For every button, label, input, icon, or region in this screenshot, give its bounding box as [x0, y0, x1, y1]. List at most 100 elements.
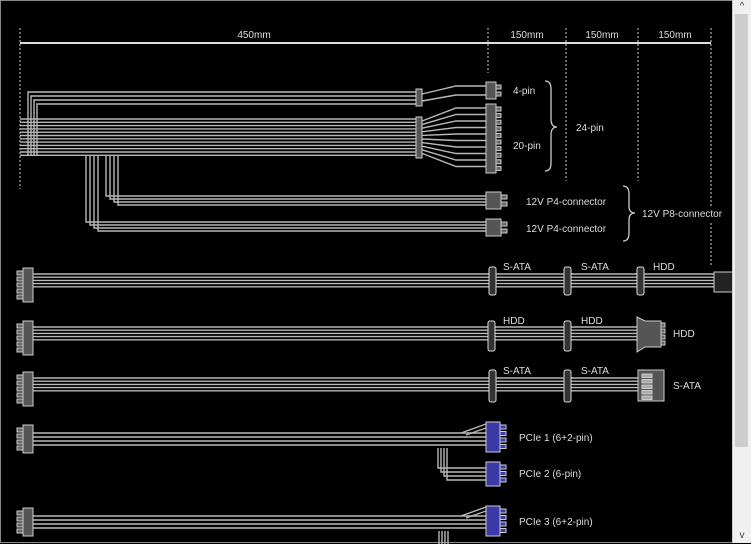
connector-pin	[499, 471, 507, 476]
connector-pin	[499, 437, 507, 443]
scrollbar-thumb[interactable]	[735, 14, 748, 447]
connector-24pin	[485, 103, 497, 174]
dim-label-150-a: 150mm	[510, 30, 543, 41]
connector-pin	[500, 194, 508, 200]
connector-pin	[16, 323, 24, 329]
wire	[421, 126, 486, 133]
inline-connector-20pin	[415, 116, 423, 159]
connector-pin	[16, 439, 24, 445]
brace-p8	[622, 185, 636, 242]
connector-pin	[641, 390, 653, 395]
label-p8: 12V P8-connector	[642, 209, 723, 220]
connector-p4	[485, 218, 502, 237]
pcie-connector	[485, 505, 501, 537]
connector-pin	[500, 201, 508, 207]
label-hdd: HDD	[653, 262, 675, 273]
connector-pin	[499, 528, 507, 533]
connector-pin	[16, 276, 24, 282]
wire	[440, 448, 486, 473]
connector-pin	[16, 398, 24, 404]
connector-pin	[500, 221, 508, 227]
dimension-ruler: 450mm 150mm 150mm 150mm	[19, 28, 712, 266]
wire	[437, 448, 486, 469]
connector-pin	[499, 477, 507, 483]
label-hdd: HDD	[673, 329, 695, 340]
connector-pin	[495, 84, 502, 90]
connector-pin	[660, 328, 666, 334]
label-4pin: 4-pin	[513, 86, 535, 97]
connector-pin	[495, 132, 502, 138]
label-sata: S-ATA	[581, 262, 609, 273]
connector-pin	[16, 270, 24, 276]
scroll-down-button[interactable]: v	[739, 530, 745, 541]
connector-pin	[16, 294, 24, 300]
wire	[465, 510, 487, 519]
psu-cable-diagram: 450mm 150mm 150mm 150mm 4-pin 20-pin 24-…	[16, 28, 734, 544]
connector-pin	[641, 395, 653, 400]
label-p4-a: 12V P4-connector	[526, 197, 607, 208]
psu-plug	[22, 507, 34, 537]
connector-pin	[500, 228, 508, 234]
wire	[421, 113, 486, 126]
wire	[421, 138, 486, 142]
wire	[421, 133, 486, 137]
vertical-scrollbar[interactable]: ^ v	[732, 0, 751, 543]
connector-pin	[16, 288, 24, 294]
connector-pin	[16, 516, 24, 522]
psu-plug	[22, 267, 34, 303]
wire	[421, 152, 486, 168]
connector-pin	[16, 374, 24, 380]
inline-connector-4pin	[415, 88, 423, 107]
connector-pin	[495, 159, 502, 165]
connector-pin	[641, 373, 653, 378]
molex-connector-end	[636, 316, 662, 353]
connector-pin	[495, 139, 502, 145]
wire	[421, 107, 486, 122]
wire	[460, 423, 487, 434]
labels: 4-pin 20-pin 24-pin 12V P4-connector 12V…	[503, 86, 723, 528]
connector-pin	[16, 282, 24, 288]
label-hdd: HDD	[503, 316, 525, 327]
connector-pin	[660, 322, 666, 328]
label-pcie2: PCIe 2 (6-pin)	[519, 469, 581, 480]
connector-pin	[499, 521, 507, 527]
pcie-connector	[485, 461, 501, 487]
connector-pin	[16, 380, 24, 386]
label-20pin: 20-pin	[513, 141, 541, 152]
label-p4-b: 12V P4-connector	[526, 224, 607, 235]
sata-connector-end	[713, 271, 734, 293]
wire	[446, 448, 486, 481]
connector-pin	[499, 464, 507, 470]
wire	[89, 156, 486, 226]
connector-pin	[499, 444, 507, 449]
wire	[443, 448, 486, 477]
wire	[93, 156, 486, 229]
connector-pin	[495, 106, 502, 112]
sata-connector	[488, 266, 497, 296]
connector-pin	[16, 386, 24, 392]
connector-pin	[16, 347, 24, 353]
psu-plug	[22, 320, 34, 356]
wire	[33, 99, 416, 156]
connector-4pin	[485, 81, 497, 100]
label-sata: S-ATA	[503, 366, 531, 377]
wire	[421, 149, 486, 161]
label-sata: S-ATA	[503, 262, 531, 273]
wire	[465, 427, 487, 436]
connector-pin	[495, 119, 502, 125]
connector-pin	[499, 424, 507, 430]
wire	[105, 156, 486, 197]
psu-plug	[22, 424, 34, 454]
connector-pin	[16, 433, 24, 439]
scroll-up-button[interactable]: ^	[739, 1, 745, 12]
connector-pin	[641, 384, 653, 389]
label-sata: S-ATA	[673, 381, 701, 392]
wires	[20, 85, 714, 544]
connector-pin	[16, 392, 24, 398]
connector-pin	[495, 152, 502, 158]
label-pcie3: PCIe 3 (6+2-pin)	[519, 517, 593, 528]
connector-pin	[499, 508, 507, 514]
connector-p4	[485, 191, 502, 210]
wire	[85, 156, 486, 223]
